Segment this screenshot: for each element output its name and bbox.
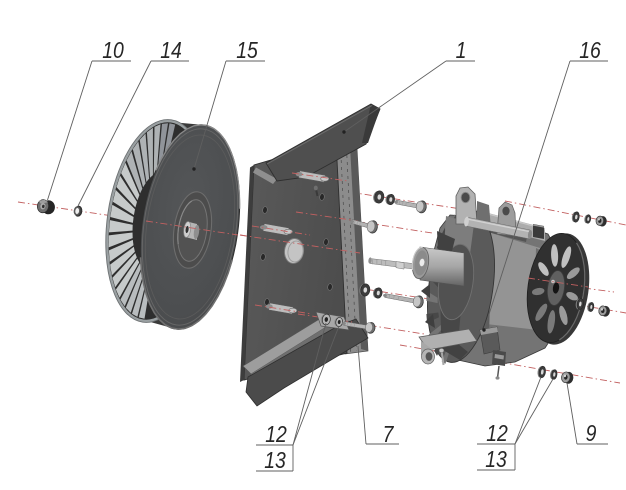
svg-text:16: 16 [579,37,601,63]
svg-text:12: 12 [265,421,287,447]
svg-text:15: 15 [236,37,258,63]
svg-text:1: 1 [456,37,467,63]
svg-text:9: 9 [586,420,597,446]
svg-text:13: 13 [264,447,286,473]
svg-text:13: 13 [485,446,507,472]
svg-text:7: 7 [383,421,395,447]
svg-text:10: 10 [102,37,124,63]
svg-text:14: 14 [160,37,182,63]
svg-text:12: 12 [486,420,508,446]
